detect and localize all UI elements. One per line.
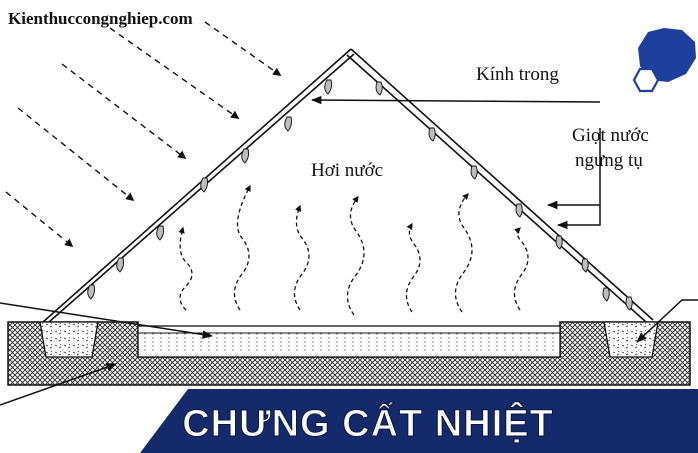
glass-pointer-arrow [310, 95, 601, 105]
hexagon-logo-icon [632, 28, 696, 93]
vapor-arrow [454, 193, 473, 313]
droplet [625, 296, 633, 311]
vapor-arrow [405, 222, 421, 313]
label-glass: Kính trong [476, 64, 559, 85]
banner-background [140, 389, 698, 453]
label-droplets-line1: Giọt nước [572, 125, 649, 146]
ground-pointer-arrow [0, 363, 117, 406]
left-trench [39, 321, 99, 358]
site-watermark: Kienthuccongnghiep.com [8, 9, 193, 28]
vapor-arrow [293, 204, 310, 311]
pointer-arrows [0, 95, 698, 406]
label-droplets-line2: ngưng tụ [575, 150, 643, 171]
droplet [581, 258, 589, 273]
sun-ray-arrow [17, 107, 135, 202]
droplet-pointer-arrow-lower [556, 205, 601, 230]
droplet [375, 81, 383, 96]
sun-ray-arrows [5, 21, 282, 248]
sun-ray-arrow [204, 21, 282, 76]
title-banner: CHƯNG CẤT NHIỆT [140, 389, 698, 453]
condensed-droplets [87, 79, 633, 311]
right-glass-panel [350, 48, 654, 321]
droplet [602, 287, 610, 302]
banner-title: CHƯNG CẤT NHIỆT [182, 401, 554, 445]
vapor-arrow [513, 227, 529, 311]
sun-ray-arrow [109, 27, 240, 119]
vapor-arrows [178, 184, 529, 316]
right-trench [603, 321, 659, 358]
droplet [156, 225, 165, 241]
glass-roof [42, 48, 654, 323]
droplet [200, 177, 209, 193]
droplet [515, 203, 523, 218]
droplet [87, 284, 96, 300]
droplet [116, 257, 125, 273]
left-glass-panel [42, 48, 352, 323]
vapor-arrow [178, 226, 193, 311]
trench-pointer-arrow [636, 299, 698, 343]
right-glass-panel-inner [346, 54, 647, 323]
droplet [470, 165, 478, 180]
vapor-arrow [233, 184, 251, 311]
droplet [284, 116, 293, 132]
ground-base [7, 321, 691, 386]
vapor-arrow [346, 195, 365, 316]
droplet [555, 235, 563, 250]
sand-trenches [39, 321, 659, 358]
droplet [428, 127, 436, 142]
basin-pointer-arrow [0, 302, 214, 339]
droplet [324, 79, 333, 95]
droplet [241, 148, 250, 164]
label-vapor: Hơi nước [311, 160, 383, 181]
sun-ray-arrow [61, 63, 187, 160]
water-layer [140, 333, 558, 353]
sun-ray-arrow [5, 191, 74, 248]
